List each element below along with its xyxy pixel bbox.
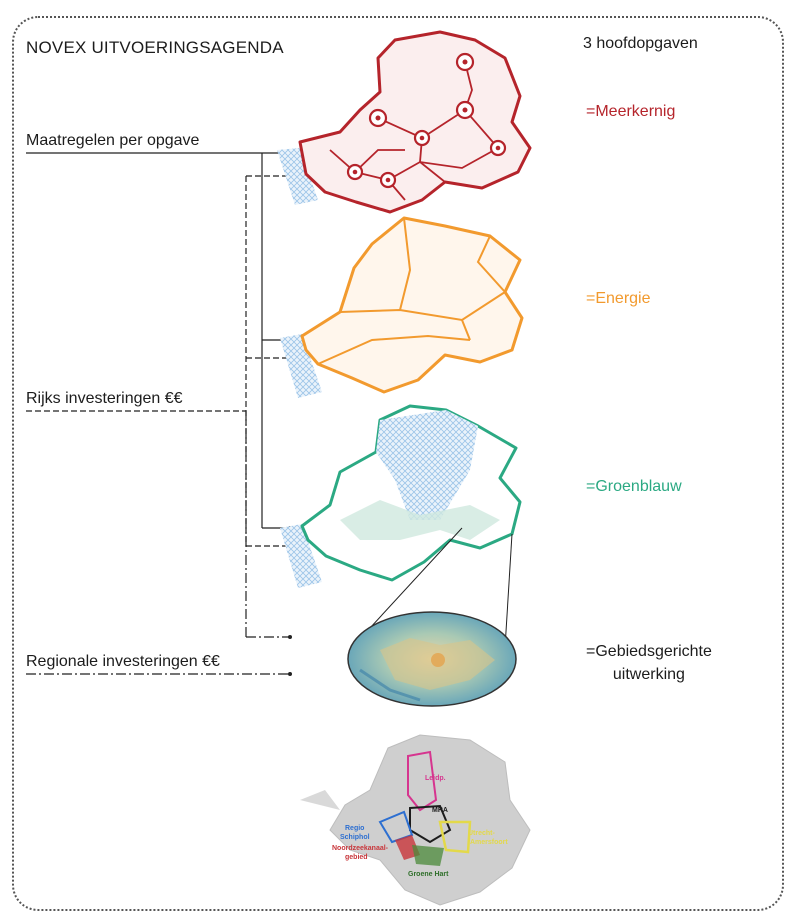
network-energie <box>317 217 506 365</box>
connector-dots <box>288 151 292 676</box>
region-leidp <box>407 750 438 812</box>
water-strip-3 <box>280 524 322 588</box>
label-rijks-investeringen: Rijks investeringen €€ <box>26 390 183 407</box>
legend-energie: =Energie <box>586 290 651 307</box>
province-shape <box>329 734 531 906</box>
label-maatregelen: Maatregelen per opgave <box>26 132 200 149</box>
legend-groenblauw: =Groenblauw <box>586 478 682 495</box>
page-subtitle: 3 hoofdopgaven <box>583 35 698 52</box>
map-groenblauw <box>280 404 522 588</box>
connector-dashed <box>245 175 290 547</box>
page-title: NOVEX UITVOERINGSAGENDA <box>26 38 284 57</box>
region-groene-hart <box>412 845 444 866</box>
region-noordzeekanaal <box>395 835 420 860</box>
row-underlines <box>26 152 290 675</box>
dotted-frame <box>12 16 784 911</box>
map-label-mra: MRA <box>432 807 448 814</box>
map-label-leidp: Leidp. <box>425 775 446 782</box>
water-strip-2 <box>280 334 322 398</box>
zoom-lines <box>369 527 513 649</box>
map-label-noordzee-1: Noordzeekanaal- <box>332 845 389 852</box>
legend-gebiedsgericht-line1: =Gebiedsgerichte <box>586 643 712 660</box>
legend-gebiedsgericht: =Gebiedsgerichte uitwerking <box>586 640 712 686</box>
label-regionale-investeringen: Regionale investeringen €€ <box>26 653 220 670</box>
connector-dashdot <box>245 411 290 638</box>
map-gebiedsgericht-lens <box>347 611 517 707</box>
outline-energie <box>300 216 524 394</box>
legend-meerkernig: =Meerkernig <box>586 103 676 120</box>
map-label-utrecht: Utrecht- <box>468 830 496 837</box>
outline-meerkernig <box>298 30 532 214</box>
map-label-schiphol: Schiphol <box>340 834 370 841</box>
map-energie <box>280 216 524 398</box>
water-area <box>376 410 478 520</box>
map-label-regio: Regio <box>345 825 364 832</box>
map-label-amersfoort: Amersfoort <box>470 839 508 846</box>
map-regions-bottom: Leidp. MRA Regio Schiphol Utrecht- Amers… <box>300 734 531 906</box>
map-meerkernig <box>277 30 532 214</box>
legend-gebiedsgericht-line2: uitwerking <box>612 666 685 683</box>
water-strip-1 <box>277 148 318 205</box>
region-utrecht <box>438 820 472 854</box>
map-label-noordzee-2: gebied <box>345 854 368 861</box>
map-label-groene-hart: Groene Hart <box>408 871 449 878</box>
